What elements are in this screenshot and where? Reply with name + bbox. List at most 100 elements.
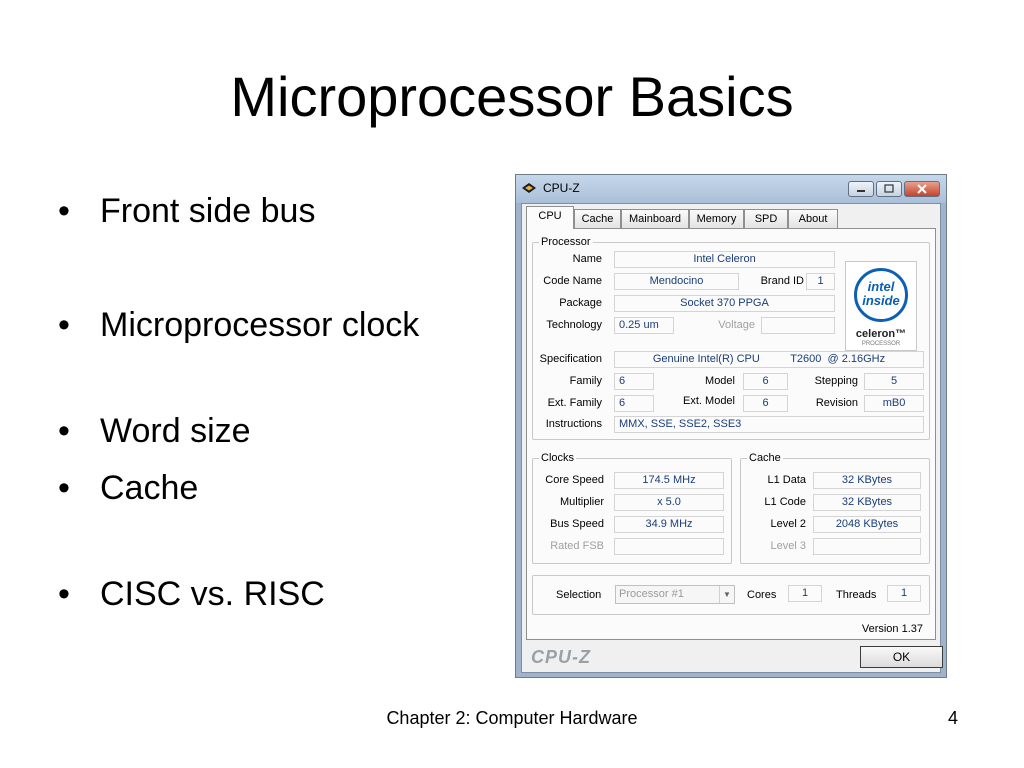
- tab-about[interactable]: About: [788, 209, 838, 228]
- processor-select-value: Processor #1: [619, 588, 684, 600]
- bullet-glyph: •: [58, 412, 70, 450]
- specification-field: Genuine Intel(R) CPU T2600 @ 2.16GHz: [614, 351, 924, 368]
- package-label: Package: [559, 297, 602, 309]
- bullet-item: • Microprocessor clock: [58, 305, 419, 345]
- core-speed-label: Core Speed: [545, 474, 604, 486]
- stepping-label: Stepping: [814, 375, 858, 387]
- family-label: Family: [569, 375, 602, 387]
- threads-field: 1: [887, 585, 921, 602]
- maximize-icon: [884, 184, 894, 193]
- logo-inside-text: inside: [862, 293, 900, 308]
- clocks-group-label: Clocks: [539, 451, 577, 465]
- family-field: 6: [614, 373, 654, 390]
- cpuz-window: CPU-Z CPU Cache Mainboard Memory SPD Abo…: [515, 174, 947, 678]
- bus-speed-label: Bus Speed: [550, 518, 604, 530]
- tab-mainboard[interactable]: Mainboard: [621, 209, 689, 228]
- close-button[interactable]: [904, 181, 940, 197]
- processor-group: Processor Name Intel Celeron Code Name M…: [532, 235, 930, 440]
- cache-group-label: Cache: [747, 451, 783, 465]
- ok-button[interactable]: OK: [860, 646, 943, 668]
- minimize-icon: [857, 190, 865, 192]
- l1-data-field: 32 KBytes: [813, 472, 921, 489]
- specification-label: Specification: [539, 353, 602, 365]
- l1-data-label: L1 Data: [767, 474, 806, 486]
- ext-model-label: Ext. Model: [683, 395, 735, 407]
- cores-field: 1: [788, 585, 822, 602]
- selection-group: Selection Processor #1 ▼ Cores 1 Threads…: [532, 575, 930, 615]
- app-icon: [522, 183, 536, 193]
- voltage-label: Voltage: [718, 319, 755, 331]
- bullet-text: Front side bus: [100, 192, 316, 230]
- title-bar[interactable]: CPU-Z: [516, 175, 946, 203]
- bullet-item: • Front side bus: [58, 191, 315, 231]
- level3-field: [813, 538, 921, 555]
- cpuz-brand: CPU-Z: [531, 647, 591, 667]
- ext-family-label: Ext. Family: [547, 397, 602, 409]
- bullet-glyph: •: [58, 469, 70, 507]
- version-label: Version 1.37: [861, 623, 923, 635]
- core-speed-field: 174.5 MHz: [614, 472, 724, 489]
- ext-family-field: 6: [614, 395, 654, 412]
- slide-number: 4: [948, 708, 959, 728]
- threads-label: Threads: [836, 589, 877, 601]
- bullet-item: •CISC vs. RISC: [58, 574, 325, 614]
- name-label: Name: [572, 253, 602, 265]
- close-icon: [917, 184, 927, 194]
- stepping-field: 5: [864, 373, 924, 390]
- cores-label: Cores: [747, 589, 777, 601]
- processor-select[interactable]: Processor #1 ▼: [615, 585, 735, 604]
- bullet-glyph: •: [58, 306, 70, 344]
- l1-code-label: L1 Code: [764, 496, 806, 508]
- ext-model-field: 6: [743, 395, 788, 412]
- cpu-tab-page: Processor Name Intel Celeron Code Name M…: [526, 228, 936, 640]
- bullet-text: Cache: [100, 469, 199, 507]
- level2-field: 2048 KBytes: [813, 516, 921, 533]
- brand-id-field: 1: [806, 273, 835, 290]
- instructions-label: Instructions: [545, 418, 602, 430]
- code-name-label: Code Name: [543, 275, 602, 287]
- l1-code-field: 32 KBytes: [813, 494, 921, 511]
- bullet-item: • Cache: [58, 468, 198, 508]
- window-client: CPU Cache Mainboard Memory SPD About Pro…: [521, 203, 943, 673]
- tab-spd[interactable]: SPD: [744, 209, 788, 228]
- model-label: Model: [705, 375, 735, 387]
- technology-field: 0.25 um: [614, 317, 674, 334]
- package-field: Socket 370 PPGA: [614, 295, 835, 312]
- processor-group-label: Processor: [539, 235, 593, 249]
- tab-memory[interactable]: Memory: [689, 209, 744, 228]
- dropdown-arrow-icon: ▼: [719, 586, 734, 603]
- instructions-field: MMX, SSE, SSE2, SSE3: [614, 416, 924, 433]
- revision-label: Revision: [815, 397, 858, 409]
- bullet-item: • Word size: [58, 411, 251, 451]
- tab-cache[interactable]: Cache: [574, 209, 621, 228]
- tab-cpu[interactable]: CPU: [526, 206, 574, 229]
- maximize-button[interactable]: [876, 181, 902, 197]
- level3-label: Level 3: [770, 540, 806, 552]
- selection-label: Selection: [556, 589, 602, 601]
- technology-label: Technology: [546, 319, 602, 331]
- voltage-field: [761, 317, 835, 334]
- rated-fsb-label: Rated FSB: [550, 540, 604, 552]
- multiplier-field: x 5.0: [614, 494, 724, 511]
- logo-fine-print: PROCESSOR: [861, 341, 901, 347]
- footer-chapter: Chapter 2: Computer Hardware: [386, 708, 638, 728]
- code-name-field: Mendocino: [614, 273, 739, 290]
- clocks-group: Clocks Core Speed 174.5 MHz Multiplier x…: [532, 451, 732, 564]
- cache-group: Cache L1 Data 32 KBytes L1 Code 32 KByte…: [740, 451, 930, 564]
- window-title: CPU-Z: [543, 181, 580, 195]
- bullet-glyph: •: [58, 575, 70, 613]
- level2-label: Level 2: [770, 518, 806, 530]
- bullet-text: Microprocessor clock: [100, 306, 420, 344]
- bus-speed-field: 34.9 MHz: [614, 516, 724, 533]
- multiplier-label: Multiplier: [559, 496, 604, 508]
- revision-field: mB0: [864, 395, 924, 412]
- logo-tm: ™: [895, 328, 907, 340]
- logo-intel-text: intel: [867, 279, 895, 294]
- logo-product-text: celeron: [855, 328, 896, 340]
- model-field: 6: [743, 373, 788, 390]
- bullet-glyph: •: [58, 192, 70, 230]
- bullet-text: Word size: [100, 412, 251, 450]
- rated-fsb-field: [614, 538, 724, 555]
- minimize-button[interactable]: [848, 181, 874, 197]
